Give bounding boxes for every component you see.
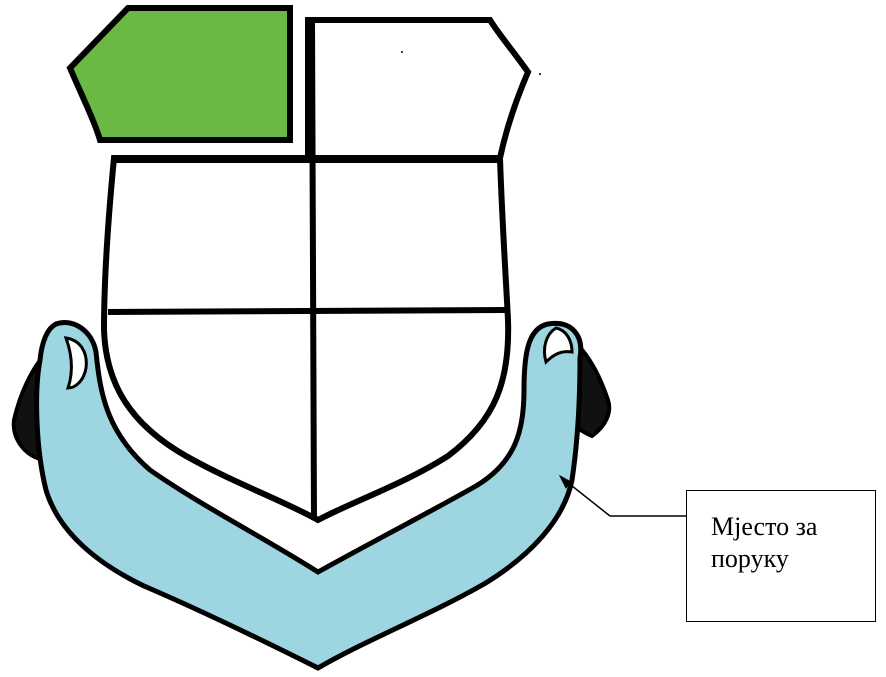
shield-vertical-divider — [312, 20, 314, 520]
speck — [539, 73, 541, 75]
shield — [104, 158, 508, 520]
callout-text-line-2: поруку — [711, 543, 859, 575]
message-placeholder-callout: Мјесто за поруку — [686, 490, 876, 622]
callout-text-line-1: Мјесто за — [711, 511, 859, 543]
speck — [401, 51, 403, 53]
shield-top-right-field — [308, 20, 528, 158]
shield-top-left-field-green — [70, 8, 290, 140]
shield-horizontal-divider-lower — [108, 310, 508, 312]
